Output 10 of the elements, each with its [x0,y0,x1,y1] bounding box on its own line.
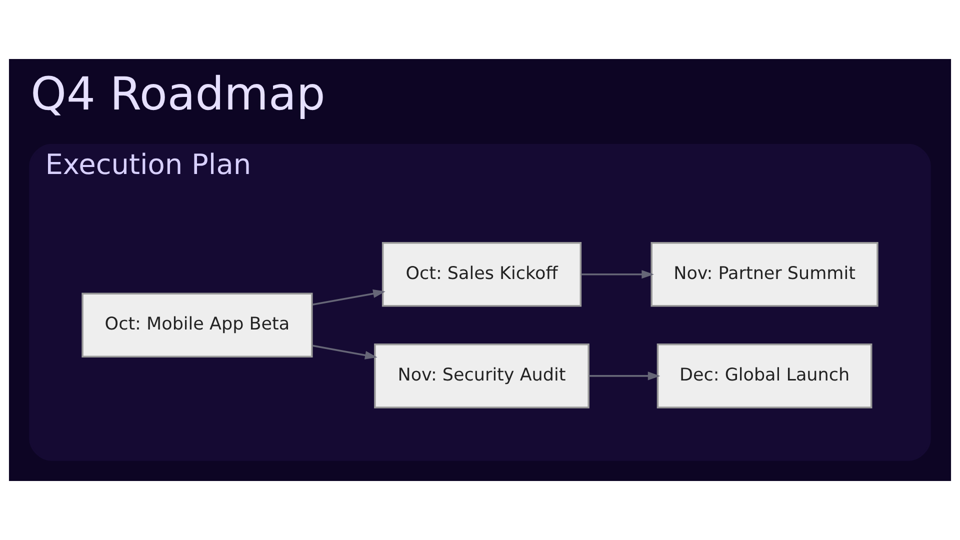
arrow [312,344,378,360]
arrow [581,270,654,279]
node-box: Dec: Global Launch [656,344,872,408]
arrow [589,372,660,380]
node-box: Oct: Mobile App Beta [82,292,313,358]
node-box: Nov: Partner Summit [650,242,878,307]
node-box: Nov: Security Audit [374,344,590,408]
diagram-title: Q4 Roadmap [30,67,326,120]
node-box: Oct: Sales Kickoff [382,242,582,307]
arrow [312,289,386,306]
